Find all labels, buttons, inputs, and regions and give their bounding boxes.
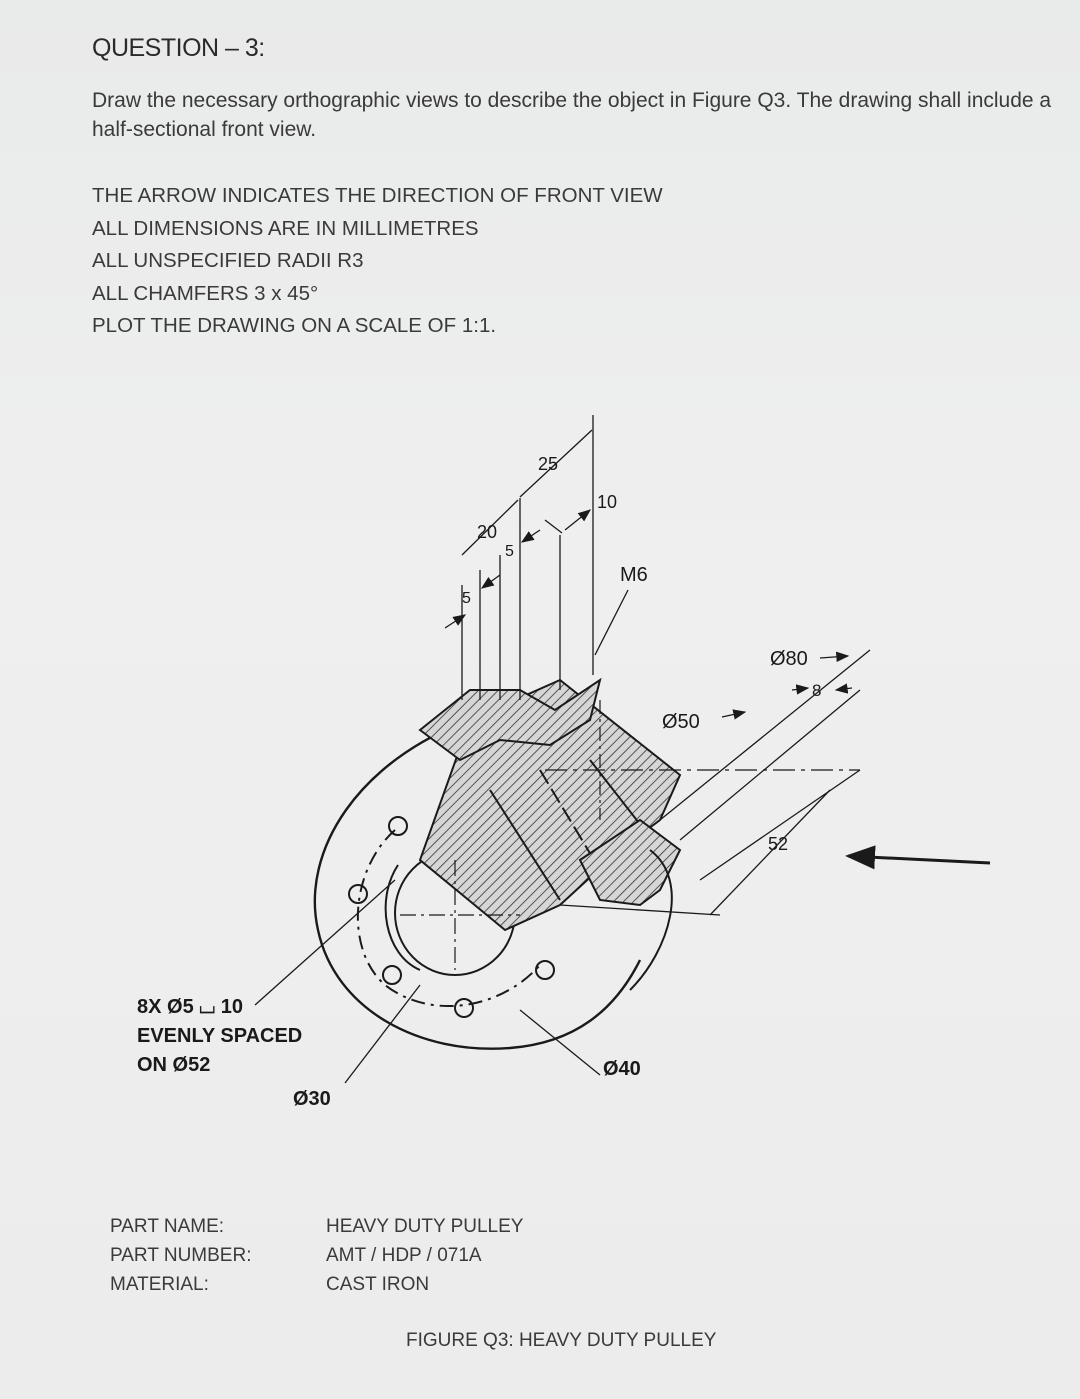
drawing-notes: THE ARROW INDICATES THE DIRECTION OF FRO… [92,181,663,344]
dim-20: 20 [477,522,497,542]
material-label: MATERIAL: [110,1274,209,1295]
note-units: ALL DIMENSIONS ARE IN MILLIMETRES [92,216,479,240]
dim-25: 25 [538,454,558,474]
dim-10: 10 [597,492,617,512]
dim-dia40: Ø40 [603,1058,641,1080]
part-info-table: PART NAME: HEAVY DUTY PULLEY PART NUMBER:… [110,1212,523,1299]
part-number-value: AMT / HDP / 071A [326,1245,482,1266]
hole-4 [454,998,474,1018]
front-view-arrow [845,845,991,870]
part-number-row: PART NUMBER: AMT / HDP / 071A [110,1241,523,1270]
dim-dia50: Ø50 [662,711,700,733]
note-front-view-direction: THE ARROW INDICATES THE DIRECTION OF FRO… [92,184,663,207]
hole-1 [388,816,408,836]
dim-5-lower: 5 [462,590,471,607]
part-name-row: PART NAME: HEAVY DUTY PULLEY [110,1212,523,1241]
dim-dia80: Ø80 [770,648,808,670]
dim-52: 52 [768,834,788,854]
note-scale: PLOT THE DRAWING ON A SCALE OF 1:1. [92,314,497,337]
figure-caption: FIGURE Q3: HEAVY DUTY PULLEY [406,1330,717,1351]
pulley-drawing: 25 10 20 5 5 M6 Ø80 8 Ø50 52 Ø40 Ø30 8X … [137,415,991,1110]
hole-2 [348,884,368,904]
material-row: MATERIAL: CAST IRON [110,1270,523,1299]
holes-note-line-3: ON Ø52 [137,1054,210,1076]
part-name-label: PART NAME: [110,1216,225,1237]
dim-dia30: Ø30 [293,1088,331,1110]
note-chamfers: ALL CHAMFERS 3 x 45° [92,281,319,305]
dim-8: 8 [812,681,821,700]
hole-5 [535,960,555,980]
holes-note-line-2: EVENLY SPACED [137,1025,302,1047]
dim-m6: M6 [620,564,648,586]
question-instruction: Draw the necessary orthographic views to… [92,89,1052,141]
dim-5-upper: 5 [505,543,514,560]
question-heading: QUESTION – 3: [92,34,265,62]
hole-3 [382,965,402,985]
holes-note-line-1: 8X Ø5 ⌴ 10 [137,996,243,1018]
material-value: CAST IRON [326,1274,430,1295]
part-number-label: PART NUMBER: [110,1245,252,1266]
outer-flange [313,718,642,1050]
note-radii: ALL UNSPECIFIED RADII R3 [92,249,364,272]
rim-section [418,677,602,762]
part-name-value: HEAVY DUTY PULLEY [326,1216,524,1237]
